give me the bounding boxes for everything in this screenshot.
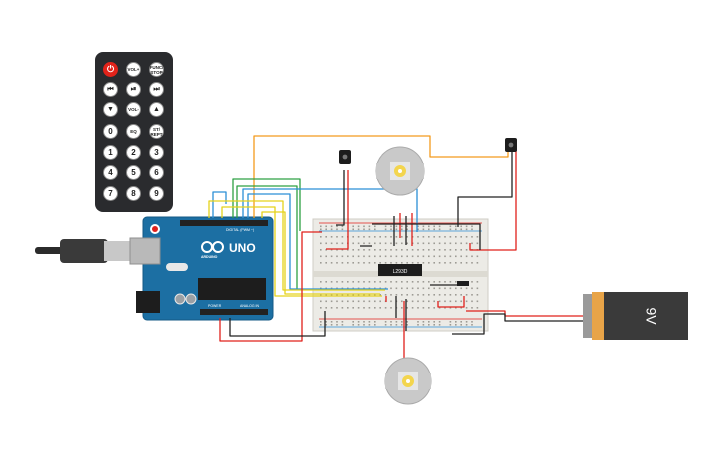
- blue-wire-2: [247, 193, 388, 290]
- ir-receiver-1[interactable]: [339, 150, 351, 164]
- digit-5-button[interactable]: 5: [126, 165, 141, 180]
- digit-3-button[interactable]: 3: [149, 145, 164, 160]
- dc-motor-2[interactable]: [384, 357, 432, 405]
- arduino-uno-board[interactable]: UNO ARDUINO DIGITAL (PWM ~) POWER ANALOG…: [129, 216, 274, 321]
- black-wire-motor1: [393, 216, 407, 246]
- red-wire-bb-link: [437, 296, 465, 308]
- digit-0-button[interactable]: 0: [103, 124, 118, 139]
- black-wire-arduino-gnd: [229, 311, 326, 337]
- green-wire-2: [236, 185, 298, 290]
- arduino-model-label: UNO: [229, 241, 256, 255]
- arduino-analog-label: ANALOG IN: [240, 304, 260, 308]
- arduino-usb-port: [129, 237, 161, 265]
- battery-voltage-label: 9V: [643, 307, 659, 325]
- orange-wire: [253, 135, 509, 218]
- arduino-power-label: POWER: [208, 304, 222, 308]
- arduino-digital-header: [180, 220, 268, 226]
- arduino-capacitor-1: [174, 293, 186, 305]
- st-rept-button[interactable]: ST/ REPT: [149, 124, 164, 139]
- green-wire-1: [232, 178, 301, 231]
- red-wire-ir1: [326, 170, 349, 250]
- arduino-analog-header: [200, 309, 268, 315]
- breadboard-small-component: [457, 281, 469, 286]
- arduino-digital-label: DIGITAL (PWM ~): [226, 228, 254, 232]
- down-button[interactable]: ▼: [103, 102, 118, 117]
- arduino-crystal: [166, 263, 188, 271]
- l293d-label: L293D: [393, 269, 408, 275]
- red-wire-ir2: [469, 150, 517, 251]
- wires[interactable]: [208, 135, 587, 361]
- digit-2-button[interactable]: 2: [126, 145, 141, 160]
- battery-9v[interactable]: 9V: [583, 292, 688, 340]
- usb-plug-tip: [104, 241, 132, 261]
- rewind-button[interactable]: ⏮: [103, 82, 118, 97]
- yellow-wire-3: [261, 211, 380, 295]
- digit-6-button[interactable]: 6: [149, 165, 164, 180]
- breadboard-holes: [320, 225, 479, 326]
- volume-up-button[interactable]: VOL+: [126, 62, 141, 77]
- blue-wire-1: [242, 188, 418, 232]
- eq-button[interactable]: EQ: [126, 124, 141, 139]
- power-button[interactable]: ⏻: [103, 62, 118, 77]
- digit-4-button[interactable]: 4: [103, 165, 118, 180]
- arduino-capacitor-2: [185, 293, 197, 305]
- black-wire-motor2: [395, 296, 407, 331]
- arduino-logo-label: ARDUINO: [201, 255, 218, 259]
- red-wire-motor1: [399, 213, 413, 246]
- l293d-driver-chip[interactable]: L293D: [378, 264, 422, 276]
- digit-1-button[interactable]: 1: [103, 145, 118, 160]
- func-stop-button[interactable]: FUNC/ STOP: [149, 62, 164, 77]
- black-wire-rail: [360, 223, 481, 250]
- digit-7-button[interactable]: 7: [103, 186, 118, 201]
- red-wire-arduino-5v: [219, 231, 322, 342]
- usb-cable-wire: [35, 247, 63, 254]
- up-button[interactable]: ▲: [149, 102, 164, 117]
- arduino-atmega-chip: [198, 278, 266, 300]
- yellow-wire-1: [208, 200, 385, 291]
- volume-down-button[interactable]: VOL-: [126, 102, 141, 117]
- play-pause-button[interactable]: ⏯: [126, 82, 141, 97]
- black-wire-battery: [452, 313, 587, 335]
- l293d-body: [378, 264, 422, 276]
- black-wire-ir2: [457, 150, 513, 227]
- arduino-power-jack: [136, 291, 160, 313]
- usb-plug-body: [60, 239, 108, 263]
- digit-9-button[interactable]: 9: [149, 186, 164, 201]
- yellow-wire-2: [221, 206, 382, 297]
- ir-receiver-2[interactable]: [505, 138, 517, 152]
- dc-motor-1[interactable]: [375, 146, 425, 196]
- black-wire-ir1: [336, 170, 345, 226]
- arduino-reset-button: [152, 226, 158, 232]
- usb-cable[interactable]: [35, 239, 132, 263]
- battery-body: [604, 292, 688, 340]
- arduino-infinity-logo: [201, 241, 224, 253]
- blue-wire-3: [212, 191, 227, 218]
- fast-forward-button[interactable]: ⏭: [149, 82, 164, 97]
- digit-8-button[interactable]: 8: [126, 186, 141, 201]
